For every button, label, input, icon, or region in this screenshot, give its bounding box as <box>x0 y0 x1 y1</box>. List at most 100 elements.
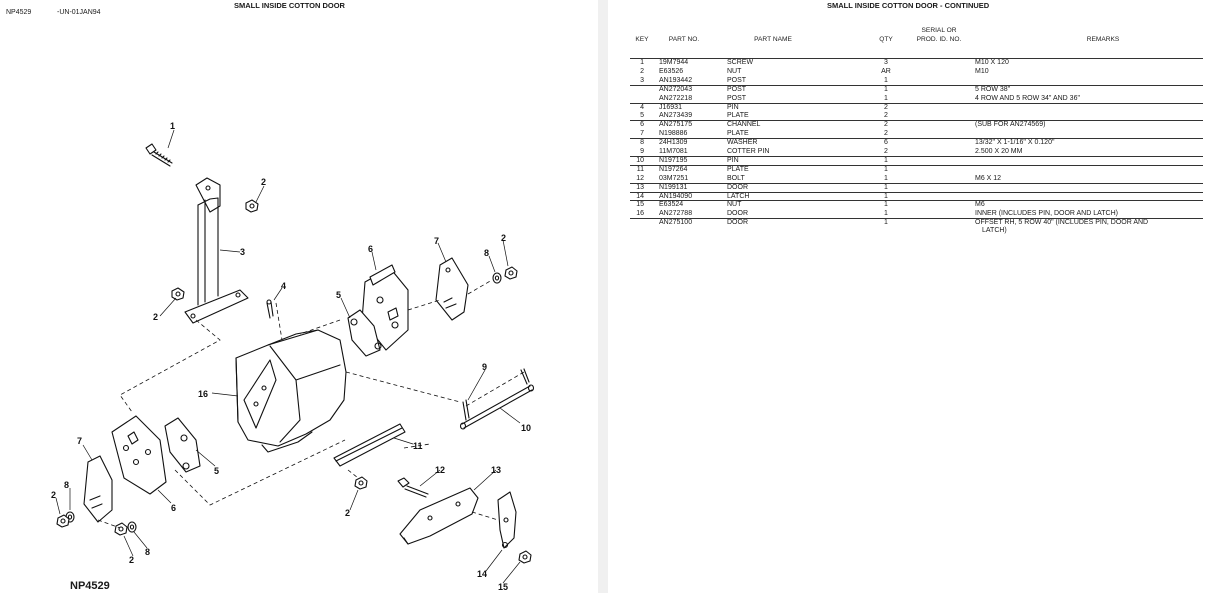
remarks-cell: M10 X 120 <box>975 59 1009 66</box>
callout-1: 1 <box>170 121 175 131</box>
part-no-cell: 11M7081 <box>659 148 688 155</box>
table-rule <box>630 155 1203 157</box>
table-rule <box>630 164 1203 166</box>
table-rule <box>630 102 1203 104</box>
page-divider <box>598 0 608 593</box>
key-cell: 12 <box>636 174 644 182</box>
remarks-cell-continued: LATCH) <box>982 227 1007 235</box>
cotter-pin-part-9 <box>462 368 530 421</box>
plate-part-11 <box>333 423 406 467</box>
part-name-cell: COTTER PIN <box>727 148 770 155</box>
qty-cell: 2 <box>884 103 888 111</box>
part-name-cell: PLATE <box>727 130 749 138</box>
part-no-cell: N199131 <box>659 183 688 191</box>
key-cell: 9 <box>640 148 644 155</box>
key-cell: 1 <box>640 59 644 66</box>
pin-part-10 <box>459 384 535 430</box>
header-qty: QTY <box>879 36 893 43</box>
door-part-16 <box>235 329 347 453</box>
callout-labels: 1 2 3 2 4 6 7 8 2 5 9 10 16 11 7 5 8 2 6… <box>51 121 531 592</box>
washer-part-8-bottom-b <box>127 521 137 533</box>
leader-lines <box>55 129 521 584</box>
part-no-cell: AN272218 <box>659 94 693 102</box>
right-page: SMALL INSIDE COTTON DOOR - CONTINUED KEY… <box>608 0 1207 593</box>
part-name-cell: PIN <box>727 156 739 164</box>
qty-cell: 1 <box>884 85 888 93</box>
remarks-cell: OFFSET RH, 5 ROW 40" (INCLUDES PIN, DOOR… <box>975 219 1149 227</box>
part-no-cell: 19M7944 <box>659 59 689 66</box>
qty-cell: AR <box>881 67 891 75</box>
key-cell: 5 <box>640 112 644 120</box>
part-name-cell: NUT <box>727 201 742 209</box>
plate-part-5-top <box>347 309 382 357</box>
qty-cell: 3 <box>884 59 888 66</box>
page-title: SMALL INSIDE COTTON DOOR <box>234 1 345 10</box>
continued-title: SMALL INSIDE COTTON DOOR - CONTINUED <box>827 1 990 10</box>
callout-2-b: 2 <box>153 312 158 322</box>
qty-cell: 1 <box>884 210 888 218</box>
qty-cell: 1 <box>884 192 888 200</box>
part-name-cell: SCREW <box>727 59 754 66</box>
table-row: 1 19M7944 SCREW 3 M10 X 120 <box>608 59 1207 68</box>
part-no-cell: N198886 <box>659 130 688 138</box>
part-name-cell: WASHER <box>727 139 758 147</box>
part-no-cell: E63526 <box>659 67 684 75</box>
part-no-cell: N197195 <box>659 156 688 164</box>
callout-10: 10 <box>521 423 531 433</box>
part-no-cell: AN275100 <box>659 219 693 227</box>
part-name-cell: DOOR <box>727 219 748 227</box>
plate-part-5-bottom <box>164 417 201 473</box>
callout-6-bottom: 6 <box>171 503 176 513</box>
callout-7-top: 7 <box>434 236 439 246</box>
callout-4: 4 <box>281 281 286 291</box>
qty-cell: 1 <box>884 156 888 164</box>
nut-part-2-d <box>56 514 70 528</box>
part-no-cell: E63524 <box>659 201 684 209</box>
callout-6-top: 6 <box>368 244 373 254</box>
callout-9: 9 <box>482 362 487 372</box>
qty-cell: 2 <box>884 130 888 138</box>
washer-part-8-top <box>492 272 502 284</box>
header-part-no: PART NO. <box>668 36 700 43</box>
key-cell: 4 <box>640 103 644 111</box>
callout-15: 15 <box>498 582 508 592</box>
part-no-cell: AN273439 <box>659 112 693 120</box>
part-name-cell: POST <box>727 76 747 84</box>
part-name-cell: BOLT <box>727 174 745 182</box>
key-cell: 6 <box>640 121 644 129</box>
callout-2-e: 2 <box>129 555 134 565</box>
pin-part-4 <box>266 299 274 319</box>
remarks-cell: (SUB FOR AN274569) <box>975 121 1046 129</box>
table-row: 10 N197195 PIN 1 <box>608 157 1207 166</box>
nut-part-2-b <box>171 287 185 301</box>
latch-part-14 <box>497 491 517 549</box>
remarks-cell: M6 <box>975 201 985 209</box>
table-rule <box>630 191 1203 193</box>
nut-part-15 <box>518 550 532 564</box>
remarks-cell: M10 <box>975 67 989 75</box>
key-cell: 8 <box>640 139 644 147</box>
table-rule <box>630 138 1203 140</box>
table-rule <box>630 200 1203 202</box>
part-no-cell: AN193442 <box>659 76 693 84</box>
part-no-cell: AN272788 <box>659 210 693 218</box>
part-name-cell: POST <box>727 94 747 102</box>
part-no-cell: AN275175 <box>659 121 693 129</box>
header-key: KEY <box>635 36 649 43</box>
callout-2-a: 2 <box>261 177 266 187</box>
key-cell: 10 <box>636 156 644 164</box>
qty-cell: 2 <box>884 148 888 155</box>
part-name-cell: PLATE <box>727 112 749 120</box>
callout-2-d: 2 <box>51 490 56 500</box>
part-no-cell: 24H1309 <box>659 139 688 147</box>
table-rule <box>630 58 1203 59</box>
part-no-cell: AN194090 <box>659 192 693 200</box>
